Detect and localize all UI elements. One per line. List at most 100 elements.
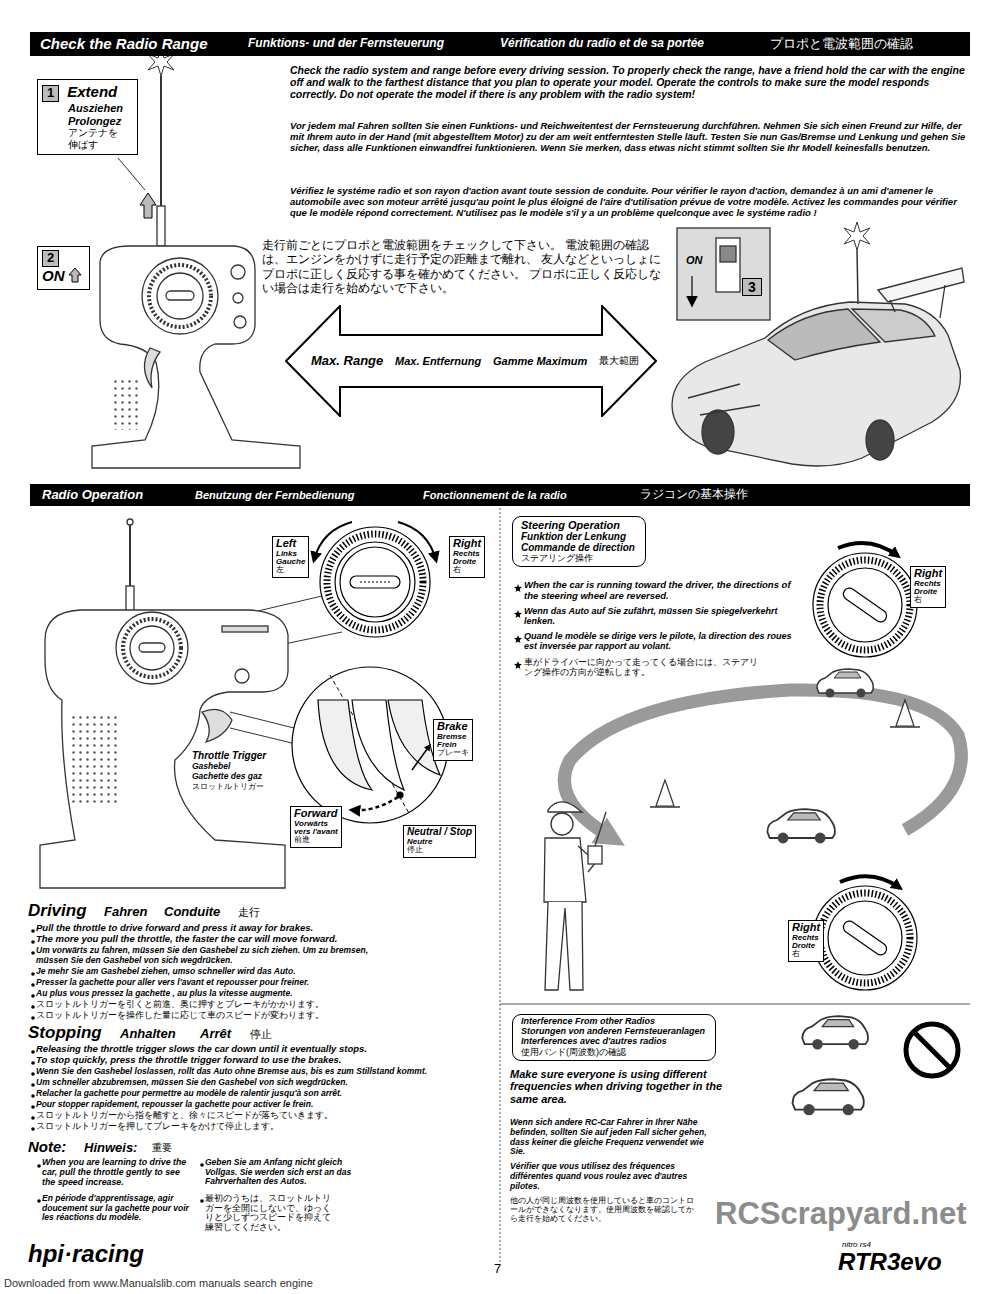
car-drawing: [940, 285, 945, 318]
bullet-dot: [37, 1200, 41, 1204]
node-text: Vérification du radio et de sa portée: [500, 37, 770, 51]
node-text: 前進: [294, 836, 338, 845]
node-text: Steering Operation: [521, 519, 635, 531]
bullet-dot: [31, 1095, 35, 1099]
bullet-dot: [31, 1073, 35, 1077]
bullet-dot: [31, 1106, 35, 1110]
node-text: Max. Entfernung: [395, 355, 481, 368]
instruction-bullet: 車がドライバーに向かって走ってくる場合には、ステアリング操作の方向が逆転します。: [524, 658, 764, 678]
steering-dial: [314, 522, 436, 637]
brand-logo: hpi·racing: [28, 1240, 144, 1268]
trigger-detail: [352, 797, 398, 810]
interference-icons: [802, 1016, 868, 1049]
node-text: Radio Operation: [42, 488, 195, 503]
bullet-dot: [31, 952, 35, 956]
instruction-bullet: Pull the throttle to drive forward and p…: [36, 923, 491, 934]
driver-figure: [545, 902, 583, 990]
watermark: RCScrapyard.net: [715, 1196, 967, 1232]
transmitter-drawing: [130, 626, 174, 670]
transmitter-drawing: [230, 728, 300, 745]
node-text: Funktion der Lenkung: [521, 531, 635, 542]
node-text: ステアリング操作: [521, 553, 635, 563]
direction-label: RightRechtsDroite右: [910, 566, 946, 608]
source-note: Downloaded from www.Manualslib.com manua…: [4, 1277, 313, 1290]
node-text: 停止: [407, 846, 472, 855]
node-text: Gauche: [276, 558, 305, 566]
section-heading: 走行: [238, 906, 260, 919]
topic-box: Steering OperationFunktion der LenkungCo…: [512, 516, 646, 567]
transmitter-drawing: [202, 709, 232, 742]
track-arrow: [564, 669, 961, 843]
section-heading: Conduite: [164, 905, 220, 920]
steering-dial: [360, 581, 390, 582]
node-text: Left: [276, 538, 305, 550]
section-heading: Arrêt: [200, 1027, 231, 1042]
transmitter-drawing: [140, 193, 156, 218]
instruction-bullet: Um schneller abzubremsen, müssen Sie den…: [36, 1078, 498, 1088]
node-text: 3: [748, 279, 756, 295]
bullet-dot: [29, 1003, 37, 1011]
instruction-text: Check the radio system and range before …: [290, 65, 965, 100]
range-arrow-outline: [286, 306, 656, 416]
car-drawing: [852, 309, 935, 342]
instruction-bullet: Pour stopper rapidement, repousser la ga…: [36, 1100, 498, 1110]
node-text: 右: [792, 950, 820, 959]
steering-dial: [813, 543, 917, 990]
page-number: 7: [494, 1262, 501, 1277]
bullet-dot: [31, 1084, 35, 1088]
instruction-text: Wenn sich andere RC-Car Fahrer in Ihrer …: [510, 1118, 715, 1157]
arrow-icon: [68, 267, 82, 283]
part-name: Throttle Trigger: [192, 750, 266, 762]
steering-dial: [841, 919, 889, 958]
interference-icons: [793, 1016, 958, 1115]
bullet-dot: [29, 927, 37, 935]
instruction-bullet: スロットルトリガーを押してブレーキをかけて停止します。: [36, 1122, 498, 1132]
transmitter-drawing: [127, 519, 133, 525]
bullet-dot: [29, 1081, 37, 1089]
track-arrow: [650, 806, 680, 808]
bullet-dot: [31, 940, 35, 944]
node-text: Rechts: [792, 934, 820, 942]
model-name: nitro rs4: [842, 1240, 871, 1249]
bullet-dot: [29, 992, 37, 1000]
instruction-text: Make sure everyone is using different fr…: [510, 1068, 725, 1105]
node-text: Right: [914, 568, 942, 580]
direction-label: RightRechtsDroite右: [788, 920, 824, 962]
instruction-text: Vor jedem mal Fahren sollten Sie einen F…: [290, 120, 970, 154]
track-arrow: [890, 726, 920, 728]
node-text: ラジコンの基本操作: [640, 488, 748, 502]
node-text: プロポと電波範囲の確認: [770, 37, 913, 52]
bullet-dot: [31, 984, 35, 988]
car-drawing: [688, 384, 760, 415]
instruction-text: 走行前ごとにプロポと電波範囲をチェックして下さい。 電波範囲の確認は、エンジンを…: [262, 238, 667, 296]
node-text: Brake: [437, 721, 469, 733]
transmitter-drawing: [149, 265, 211, 327]
section-header: Check the Radio RangeFunktions- und der …: [30, 32, 970, 56]
interference-icons: [793, 1079, 864, 1115]
section-heading: 重要: [152, 1142, 172, 1154]
instruction-bullet: Um vorwärts zu fahren, müssen Sie den Ga…: [36, 946, 386, 966]
section-heading: Anhalten: [120, 1027, 176, 1042]
bullet-dot: [29, 938, 37, 946]
model-name: RTR3evo: [838, 1248, 942, 1276]
node-text: Rechts: [453, 550, 481, 558]
node-text: Droite: [453, 558, 481, 566]
node-text: Benutzung der Fernbedienung: [195, 489, 423, 502]
instruction-bullet: Au plus vous pressez la gachette , au pl…: [36, 989, 491, 999]
bullet-dot: [37, 1164, 41, 1168]
instruction-bullet: When the car is running toward the drive…: [524, 580, 794, 602]
bullet-dot: [31, 1128, 35, 1132]
instruction-bullet: スロットルトリガーを引くと前進、奥に押すとブレーキがかかります。: [36, 1000, 491, 1010]
node-text: Interference From other Radios: [521, 1017, 705, 1027]
transmitter-drawing: [40, 519, 342, 888]
bullet-dot: [31, 995, 35, 999]
bullet-dot: [31, 1050, 35, 1054]
node-text: Droite: [792, 942, 820, 950]
car-drawing: [691, 276, 693, 304]
note-text: When you are learning to drive the car, …: [42, 1158, 194, 1188]
node-text: Commande de direction: [521, 542, 635, 553]
section-heading: Fahren: [104, 905, 147, 920]
node-text: Max. Range: [311, 354, 383, 369]
bullet-dot: [29, 1103, 37, 1111]
steering-dial: [828, 901, 902, 975]
